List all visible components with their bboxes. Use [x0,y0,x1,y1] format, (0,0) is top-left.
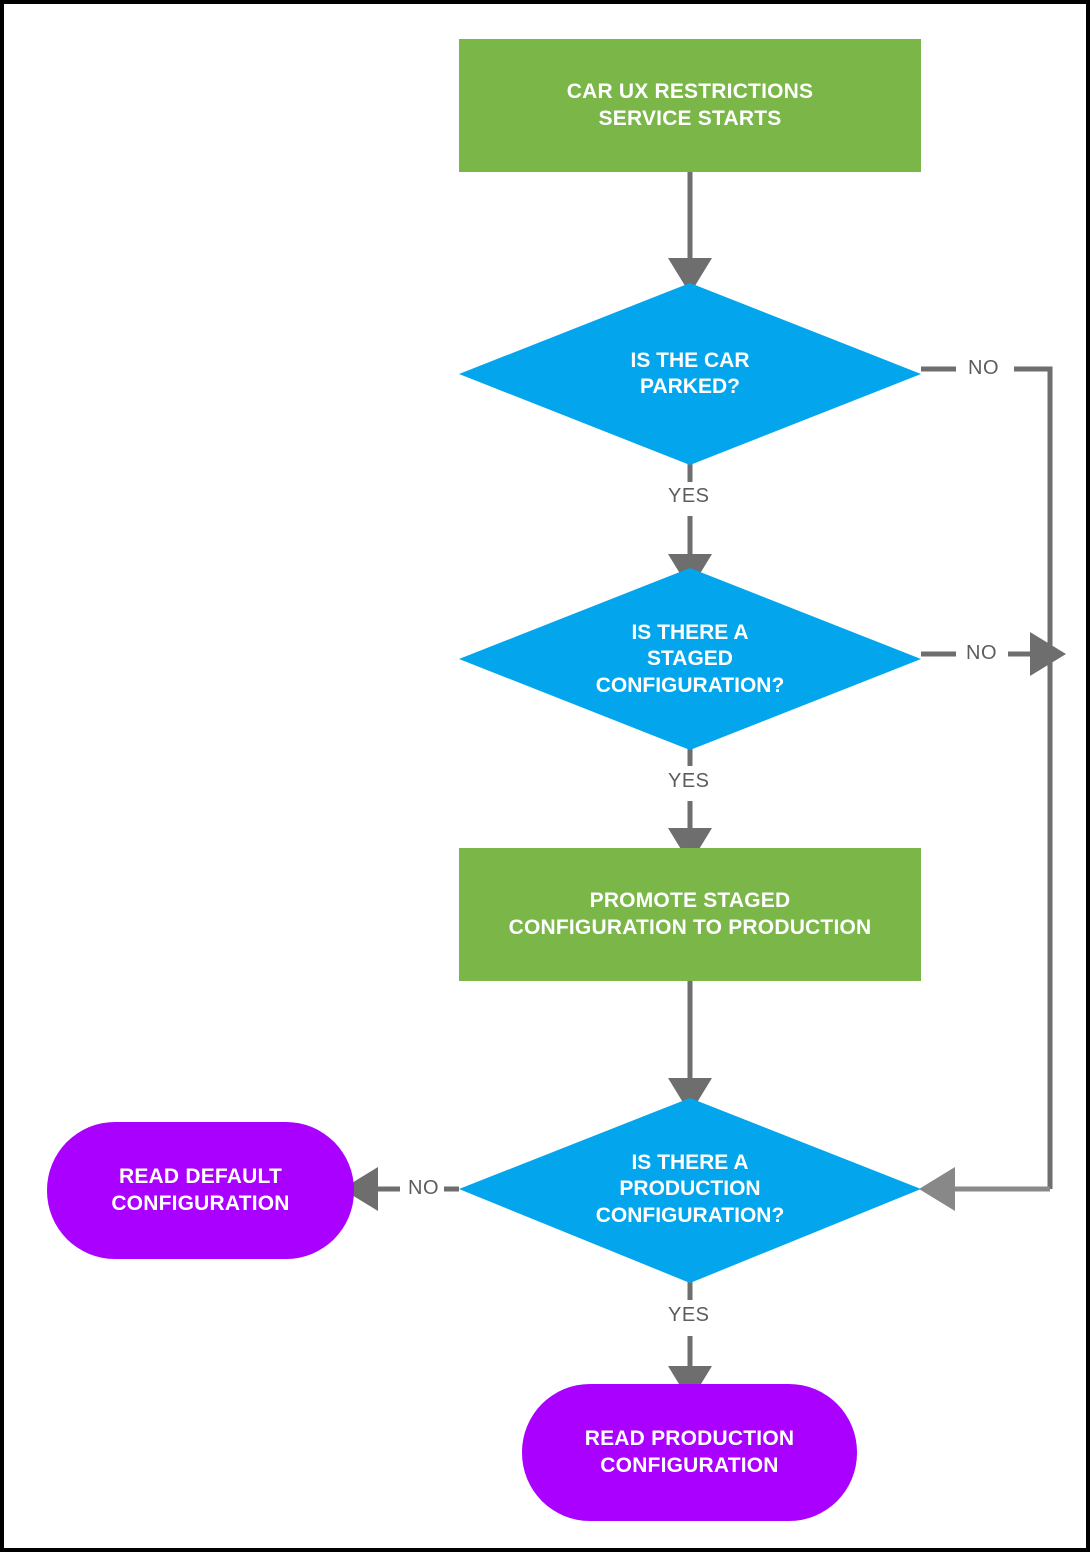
node-car-parked-label: IS THE CAR PARKED? [630,348,750,398]
edge-label-staged-no-text: NO [966,642,997,664]
node-read-production-label: READ PRODUCTION CONFIGURATION [584,1427,795,1477]
node-read-default-configuration[interactable]: READ DEFAULT CONFIGURATION [47,1122,354,1259]
node-start-label: CAR UX RESTRICTIONS SERVICE STARTS [566,80,814,130]
node-staged-configuration-label: IS THERE A STAGED CONFIGURATION? [595,621,785,697]
edge-label-car-parked-yes: YES [665,485,713,508]
node-read-default-label: READ DEFAULT CONFIGURATION [111,1165,290,1215]
edge-layer [342,172,1066,1402]
node-promote-staged-configuration-to-production[interactable]: PROMOTE STAGED CONFIGURATION TO PRODUCTI… [459,848,921,981]
node-decision-staged-configuration[interactable] [459,568,921,750]
edge-label-production-no: NO [405,1177,442,1200]
node-production-configuration-label: IS THERE A PRODUCTION CONFIGURATION? [595,1151,785,1227]
node-decision-staged-configuration-text: IS THERE A STAGED CONFIGURATION? [520,607,860,712]
edge-label-production-yes-text: YES [668,1304,710,1326]
node-decision-production-configuration-text: IS THERE A PRODUCTION CONFIGURATION? [520,1137,860,1242]
node-read-production-configuration[interactable]: READ PRODUCTION CONFIGURATION [522,1384,857,1521]
edge-label-car-parked-no: NO [965,357,1002,380]
edge-label-staged-no: NO [963,642,1000,665]
edge-car-parked-no-trunk [1014,366,1053,1189]
edge-label-staged-yes: YES [665,770,713,793]
node-promote-label: PROMOTE STAGED CONFIGURATION TO PRODUCTI… [508,889,872,939]
node-decision-car-parked[interactable] [459,283,921,465]
edge-label-staged-yes-text: YES [668,770,710,792]
edge-label-car-parked-yes-text: YES [668,485,710,507]
node-decision-car-parked-text: IS THE CAR PARKED? [540,334,840,414]
node-start-car-ux-restrictions-service-starts[interactable]: CAR UX RESTRICTIONS SERVICE STARTS [459,39,921,172]
node-decision-production-configuration[interactable] [459,1098,921,1283]
edge-label-car-parked-no-text: NO [968,357,999,379]
edge-label-production-yes: YES [665,1304,713,1327]
edge-label-production-no-text: NO [408,1177,439,1199]
